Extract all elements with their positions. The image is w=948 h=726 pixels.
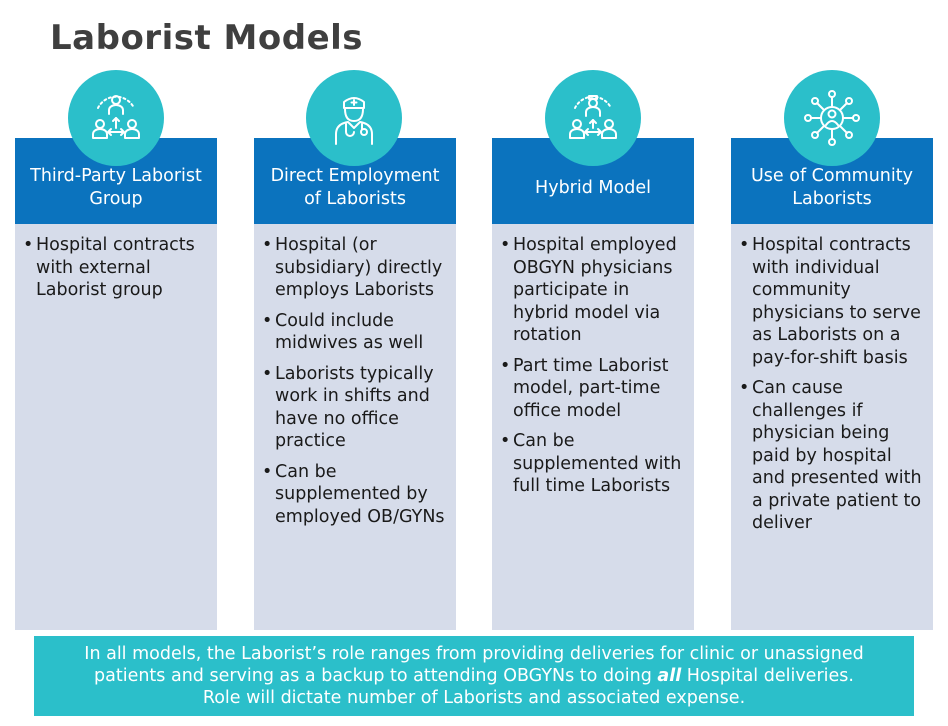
banner-line-3: Role will dictate number of Laborists an… [202, 688, 746, 708]
page-title: Laborist Models [50, 18, 364, 58]
column-body: Hospital (or subsidiary) directly employ… [254, 224, 456, 630]
banner-emphasis: all [657, 666, 682, 686]
doctor-network-icon [545, 70, 641, 166]
model-column-community: Use of Community Laborists Hospital cont… [731, 138, 933, 630]
list-item: Laborists typically work in shifts and h… [262, 363, 448, 453]
list-item: Can be supplemented with full time Labor… [500, 430, 686, 498]
column-body: Hospital employed OBGYN physicians parti… [492, 224, 694, 630]
model-column-third-party: Third-Party Laborist Group Hospital cont… [15, 138, 217, 630]
nurse-icon [306, 70, 402, 166]
community-hub-icon [784, 70, 880, 166]
list-item: Can be supplemented by employed OB/GYNs [262, 461, 448, 529]
banner-line-2-start: patients and serving as a backup to atte… [94, 666, 658, 686]
column-body: Hospital contracts with external Laboris… [15, 224, 217, 630]
summary-banner: In all models, the Laborist’s role range… [34, 636, 914, 716]
list-item: Hospital contracts with individual commu… [739, 234, 925, 369]
list-item: Hospital contracts with external Laboris… [23, 234, 209, 302]
model-column-direct-employment: Direct Employment of Laborists Hospital … [254, 138, 456, 630]
list-item: Can cause challenges if physician being … [739, 377, 925, 535]
list-item: Hospital employed OBGYN physicians parti… [500, 234, 686, 347]
list-item: Could include midwives as well [262, 310, 448, 355]
model-column-hybrid: Hybrid Model Hospital employed OBGYN phy… [492, 138, 694, 630]
column-body: Hospital contracts with individual commu… [731, 224, 933, 630]
people-network-icon [68, 70, 164, 166]
banner-line-2-end: Hospital deliveries. [681, 666, 854, 686]
banner-line-1: In all models, the Laborist’s role range… [84, 644, 864, 664]
list-item: Part time Laborist model, part-time offi… [500, 355, 686, 423]
list-item: Hospital (or subsidiary) directly employ… [262, 234, 448, 302]
